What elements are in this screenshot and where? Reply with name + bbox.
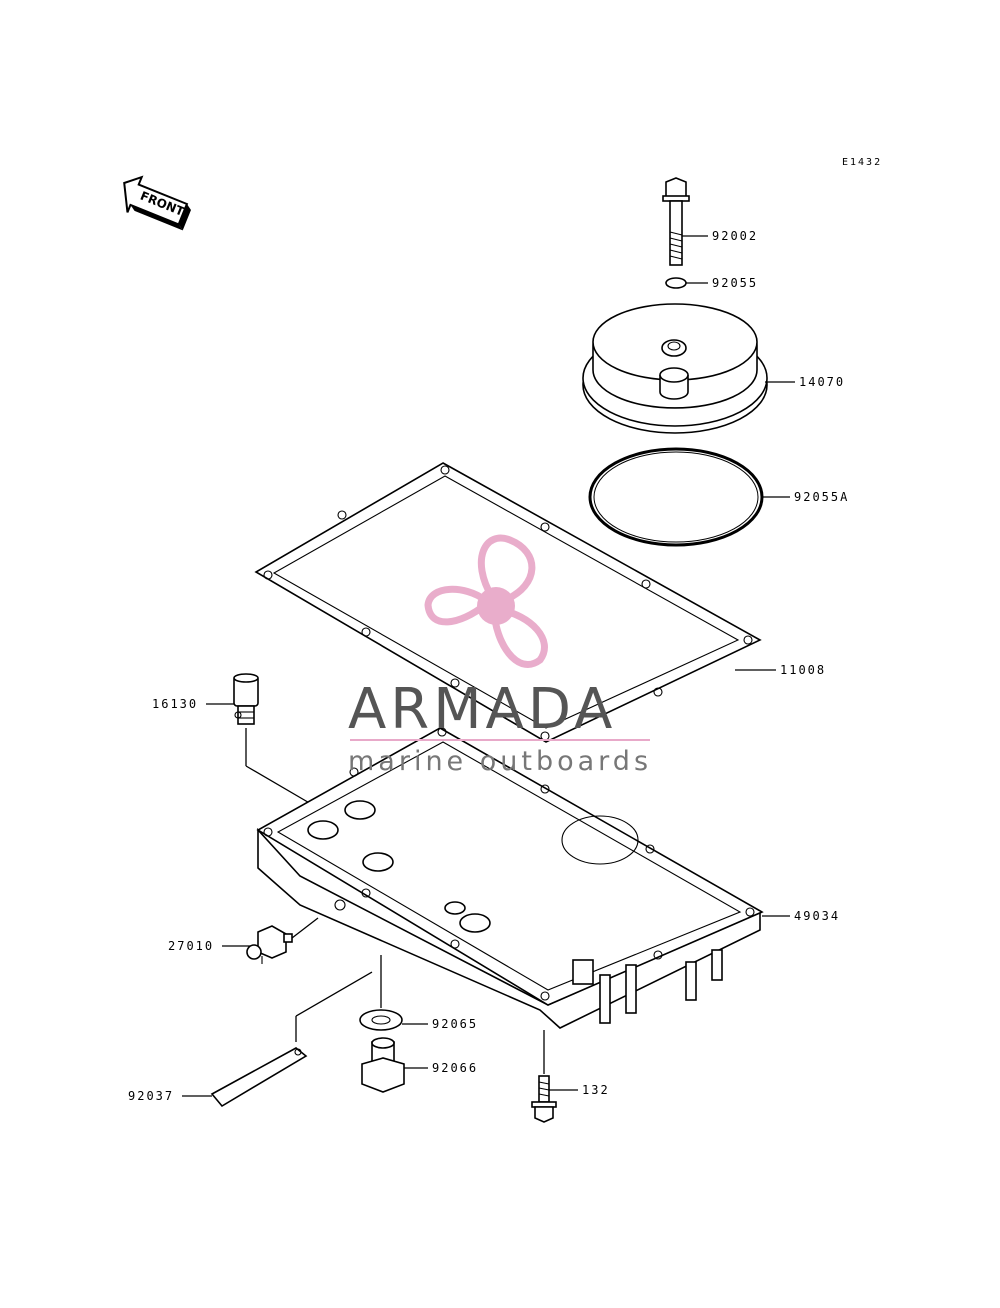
leader-27010-diag — [291, 917, 319, 939]
strip-92037[interactable] — [210, 1047, 308, 1108]
brand-name: ARMADA — [348, 677, 616, 742]
part-label-11008[interactable]: 11008 — [780, 663, 826, 677]
part-label-92055A[interactable]: 92055A — [794, 490, 849, 504]
fitting-16130[interactable] — [233, 673, 259, 725]
part-label-92065[interactable]: 92065 — [432, 1017, 478, 1031]
cover-14070[interactable] — [582, 303, 768, 434]
leader-92037-diag — [295, 971, 373, 1017]
washer-92055[interactable] — [665, 277, 687, 289]
part-label-27010[interactable]: 27010 — [168, 939, 214, 953]
part-label-92055[interactable]: 92055 — [712, 276, 758, 290]
part-label-132[interactable]: 132 — [582, 1083, 610, 1097]
brand-tagline: marine outboards — [348, 746, 652, 777]
diagram-code: E1432 — [842, 157, 882, 168]
part-label-14070[interactable]: 14070 — [799, 375, 845, 389]
leader-16130-diag — [245, 765, 319, 809]
bolt-132[interactable] — [531, 1075, 557, 1123]
washer-92065[interactable] — [359, 1009, 403, 1031]
bolt-92002[interactable] — [662, 177, 690, 266]
oil-pan-49034[interactable] — [256, 727, 764, 1029]
switch-27010[interactable] — [246, 925, 293, 964]
watermark: ARMADA marine outboards — [348, 534, 652, 777]
drain-plug-92066[interactable] — [361, 1037, 405, 1093]
part-label-92037[interactable]: 92037 — [128, 1089, 174, 1103]
propeller-logo-icon — [424, 534, 548, 668]
part-label-49034[interactable]: 49034 — [794, 909, 840, 923]
o-ring-92055A[interactable] — [588, 447, 764, 547]
part-label-16130[interactable]: 16130 — [152, 697, 198, 711]
front-arrow-icon: FRONT — [123, 175, 191, 231]
part-label-92066[interactable]: 92066 — [432, 1061, 478, 1075]
part-label-92002[interactable]: 92002 — [712, 229, 758, 243]
